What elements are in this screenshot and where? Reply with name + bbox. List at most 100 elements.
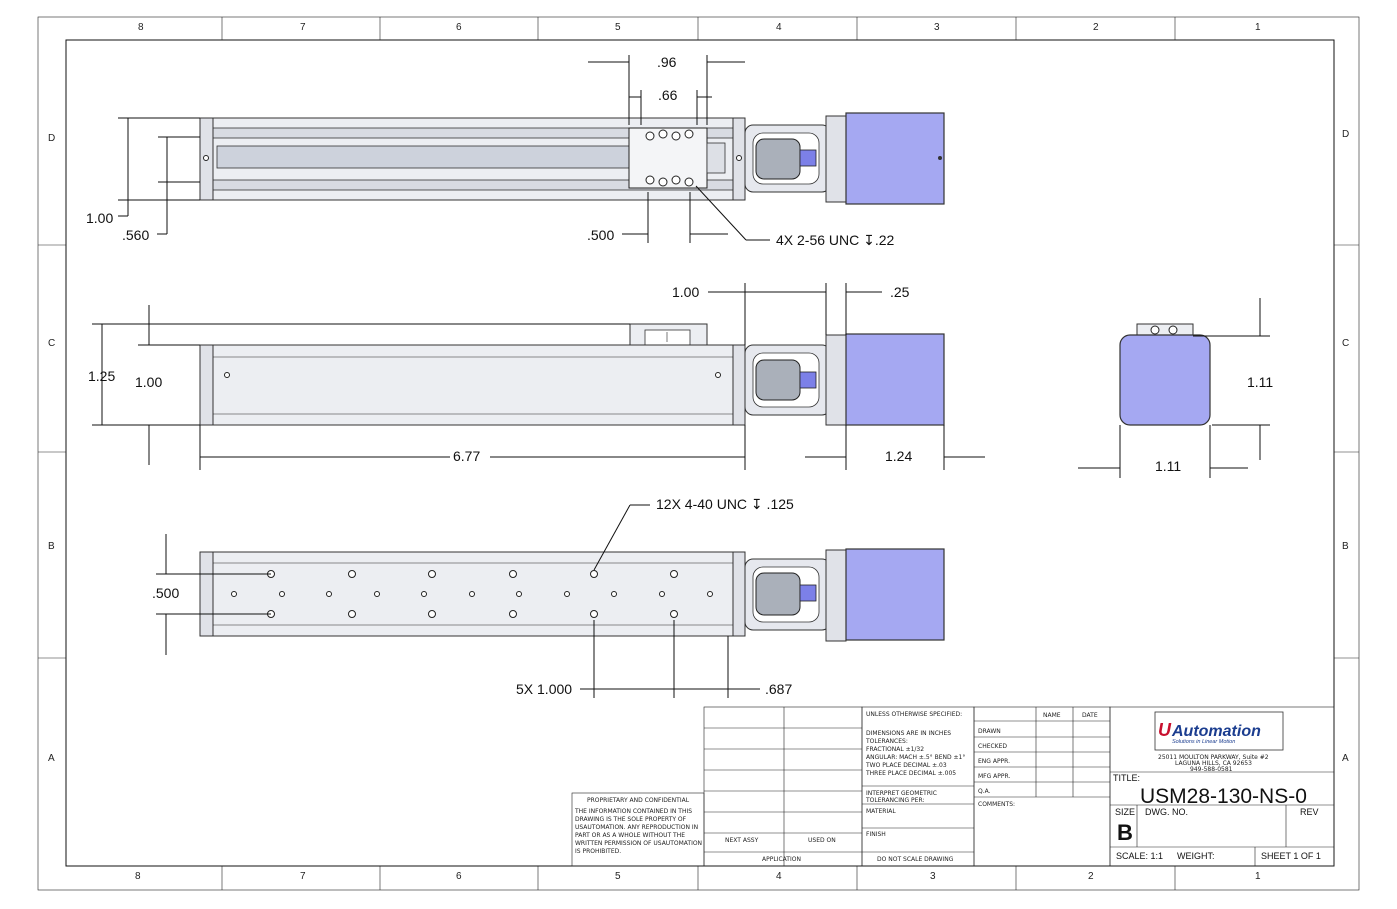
svg-text:DIMENSIONS ARE IN INCHES: DIMENSIONS ARE IN INCHES	[866, 730, 951, 737]
tb-used-on: USED ON	[808, 837, 836, 844]
dim-front-124: 1.24	[885, 448, 912, 464]
svg-text:INTERPRET GEOMETRIC: INTERPRET GEOMETRIC	[866, 790, 937, 797]
dim-top-66: .66	[658, 87, 678, 103]
outer-border	[37, 16, 1360, 891]
svg-text:FRACTIONAL ±1/32: FRACTIONAL ±1/32	[866, 746, 924, 753]
title-block: NEXT ASSY USED ON APPLICATION PROPRIETAR…	[571, 706, 1335, 867]
side-motor	[1119, 334, 1211, 426]
svg-text:IS PROHIBITED.: IS PROHIBITED.	[575, 848, 621, 855]
zone-col-4-bottom: 4	[776, 871, 782, 882]
zone-col-8: 8	[138, 22, 144, 33]
zone-row-a: A	[48, 753, 55, 764]
svg-text:ANGULAR: MACH ±.5° BEND ±1°: ANGULAR: MACH ±.5° BEND ±1°	[866, 754, 965, 761]
tb-application: APPLICATION	[762, 856, 801, 863]
zone-ticks	[38, 17, 1359, 890]
dim-top-560: .560	[122, 227, 149, 243]
tb-unless: UNLESS OTHERWISE SPECIFIED:	[866, 711, 962, 718]
dim-top-500: .500	[587, 227, 614, 243]
zone-col-8-bottom: 8	[135, 871, 141, 882]
zone-row-b-right: B	[1342, 541, 1349, 552]
tb-qa: Q.A.	[978, 788, 991, 795]
dim-front-100: 1.00	[672, 284, 699, 300]
tb-date: DATE	[1082, 712, 1098, 719]
tb-mfg-appr: MFG APPR.	[978, 773, 1010, 780]
front-motor	[845, 333, 945, 426]
front-view: 1.00 .25 1.25 1.00 6.77 1.24	[88, 283, 985, 470]
logo-u: U	[1158, 720, 1172, 740]
dim-front-677: 6.77	[453, 448, 480, 464]
note-bottom-threads: 12X 4-40 UNC ↧ .125	[656, 496, 794, 512]
zone-row-d-right: D	[1342, 129, 1349, 140]
svg-text:THE INFORMATION CONTAINED IN T: THE INFORMATION CONTAINED IN THIS	[574, 808, 692, 815]
tb-name: NAME	[1043, 712, 1061, 719]
zone-col-2: 2	[1093, 22, 1099, 33]
zone-labels-right: D C B A	[1342, 129, 1349, 764]
tb-size-label: SIZE	[1115, 807, 1135, 817]
top-carriage-holes	[645, 129, 694, 187]
tb-dwg-no: DWG. NO.	[1145, 807, 1188, 817]
logo-tagline: Solutions in Linear Motion	[1172, 739, 1235, 745]
dim-side-111w: 1.11	[1155, 458, 1181, 474]
zone-row-c: C	[48, 338, 55, 349]
tb-prop-title: PROPRIETARY AND CONFIDENTIAL	[587, 797, 690, 804]
zone-col-1: 1	[1255, 22, 1261, 33]
front-rail-body	[199, 344, 746, 426]
zone-labels-left: D C B A	[48, 133, 55, 764]
dim-front-125: 1.25	[88, 368, 115, 384]
company-logo	[1154, 711, 1284, 751]
tb-eng-appr: ENG APPR.	[978, 758, 1010, 765]
zone-col-2-bottom: 2	[1088, 871, 1094, 882]
svg-text:DRAWING IS THE SOLE PROPERTY O: DRAWING IS THE SOLE PROPERTY OF	[575, 816, 687, 823]
zone-labels-top: 8 7 6 5 4 3 2 1	[138, 22, 1261, 33]
zone-labels-bottom: 8 7 6 5 4 3 2 1	[135, 871, 1261, 882]
tb-finish: FINISH	[866, 831, 886, 838]
svg-text:TOLERANCES:: TOLERANCES:	[865, 738, 908, 745]
zone-col-5-bottom: 5	[615, 871, 621, 882]
tb-rev: REV	[1300, 807, 1319, 817]
addr-line-2: LAGUNA HILLS, CA 92653	[1175, 760, 1252, 767]
bottom-motor	[845, 548, 945, 641]
dim-bottom-5x: 5X 1.000	[516, 681, 572, 697]
bottom-mount-holes	[231, 570, 713, 618]
dim-side-111h: 1.11	[1247, 374, 1273, 390]
tb-checked: CHECKED	[978, 743, 1007, 750]
dim-top-96: .96	[657, 54, 677, 70]
bottom-view: 12X 4-40 UNC ↧ .125 .500 5X 1.000 .687	[152, 496, 945, 698]
top-coupler	[755, 138, 801, 180]
dim-front-100b: 1.00	[135, 374, 162, 390]
svg-text:USAUTOMATION. ANY REPRODUCTION: USAUTOMATION. ANY REPRODUCTION IN	[575, 824, 698, 831]
svg-text:PART OR AS A WHOLE WITHOUT THE: PART OR AS A WHOLE WITHOUT THE	[575, 832, 685, 839]
zone-col-1-bottom: 1	[1255, 871, 1261, 882]
top-motor	[845, 112, 945, 205]
tb-next-assy: NEXT ASSY	[725, 837, 759, 844]
zone-col-7-bottom: 7	[300, 871, 306, 882]
addr-line-3: 949-588-0581	[1190, 766, 1233, 773]
zone-col-6-bottom: 6	[456, 871, 462, 882]
zone-row-b: B	[48, 541, 55, 552]
tb-sheet: SHEET 1 OF 1	[1261, 851, 1321, 861]
tb-comments: COMMENTS:	[978, 801, 1015, 808]
svg-text:WRITTEN PERMISSION OF USAUTOMA: WRITTEN PERMISSION OF USAUTOMATION	[575, 840, 702, 847]
dim-bottom-687: .687	[765, 681, 792, 697]
zone-col-5: 5	[615, 22, 621, 33]
tb-scale: SCALE: 1:1	[1116, 851, 1163, 861]
zone-row-a-right: A	[1342, 753, 1349, 764]
tb-size-value: B	[1117, 820, 1133, 845]
svg-text:TOLERANCING PER:: TOLERANCING PER:	[865, 797, 924, 804]
zone-col-6: 6	[456, 22, 462, 33]
tb-title-label: TITLE:	[1113, 773, 1140, 783]
svg-text:THREE PLACE DECIMAL ±.005: THREE PLACE DECIMAL ±.005	[865, 770, 956, 777]
zone-col-4: 4	[776, 22, 782, 33]
side-view: 1.11 1.11	[1078, 298, 1273, 478]
dim-bottom-500: .500	[152, 585, 179, 601]
tb-drawn: DRAWN	[978, 728, 1001, 735]
svg-text:TWO PLACE DECIMAL ±.03: TWO PLACE DECIMAL ±.03	[865, 762, 947, 769]
zone-col-7: 7	[300, 22, 306, 33]
zone-col-3: 3	[934, 22, 940, 33]
tb-do-not-scale: DO NOT SCALE DRAWING	[877, 856, 954, 863]
zone-row-c-right: C	[1342, 338, 1349, 349]
front-coupler	[755, 359, 801, 401]
dim-front-25: .25	[890, 284, 910, 300]
zone-row-d: D	[48, 133, 55, 144]
